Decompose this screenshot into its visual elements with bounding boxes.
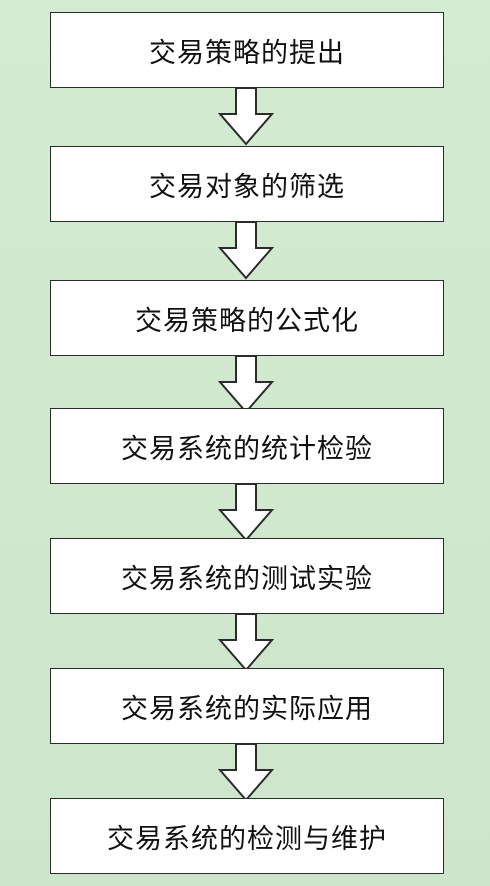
down-arrow-icon [218, 88, 274, 146]
down-arrow-icon [218, 614, 274, 672]
down-arrow-icon [218, 222, 274, 280]
flow-step-6: 交易系统的实际应用 [50, 668, 444, 744]
down-arrow-icon [218, 484, 274, 542]
flow-step-1: 交易策略的提出 [50, 12, 444, 88]
flow-step-3: 交易策略的公式化 [50, 280, 444, 356]
flow-step-2: 交易对象的筛选 [50, 146, 444, 222]
flow-step-7: 交易系统的检测与维护 [50, 798, 444, 874]
flow-step-5: 交易系统的测试实验 [50, 538, 444, 614]
down-arrow-icon [218, 744, 274, 802]
down-arrow-icon [218, 356, 274, 414]
flow-step-4: 交易系统的统计检验 [50, 408, 444, 484]
